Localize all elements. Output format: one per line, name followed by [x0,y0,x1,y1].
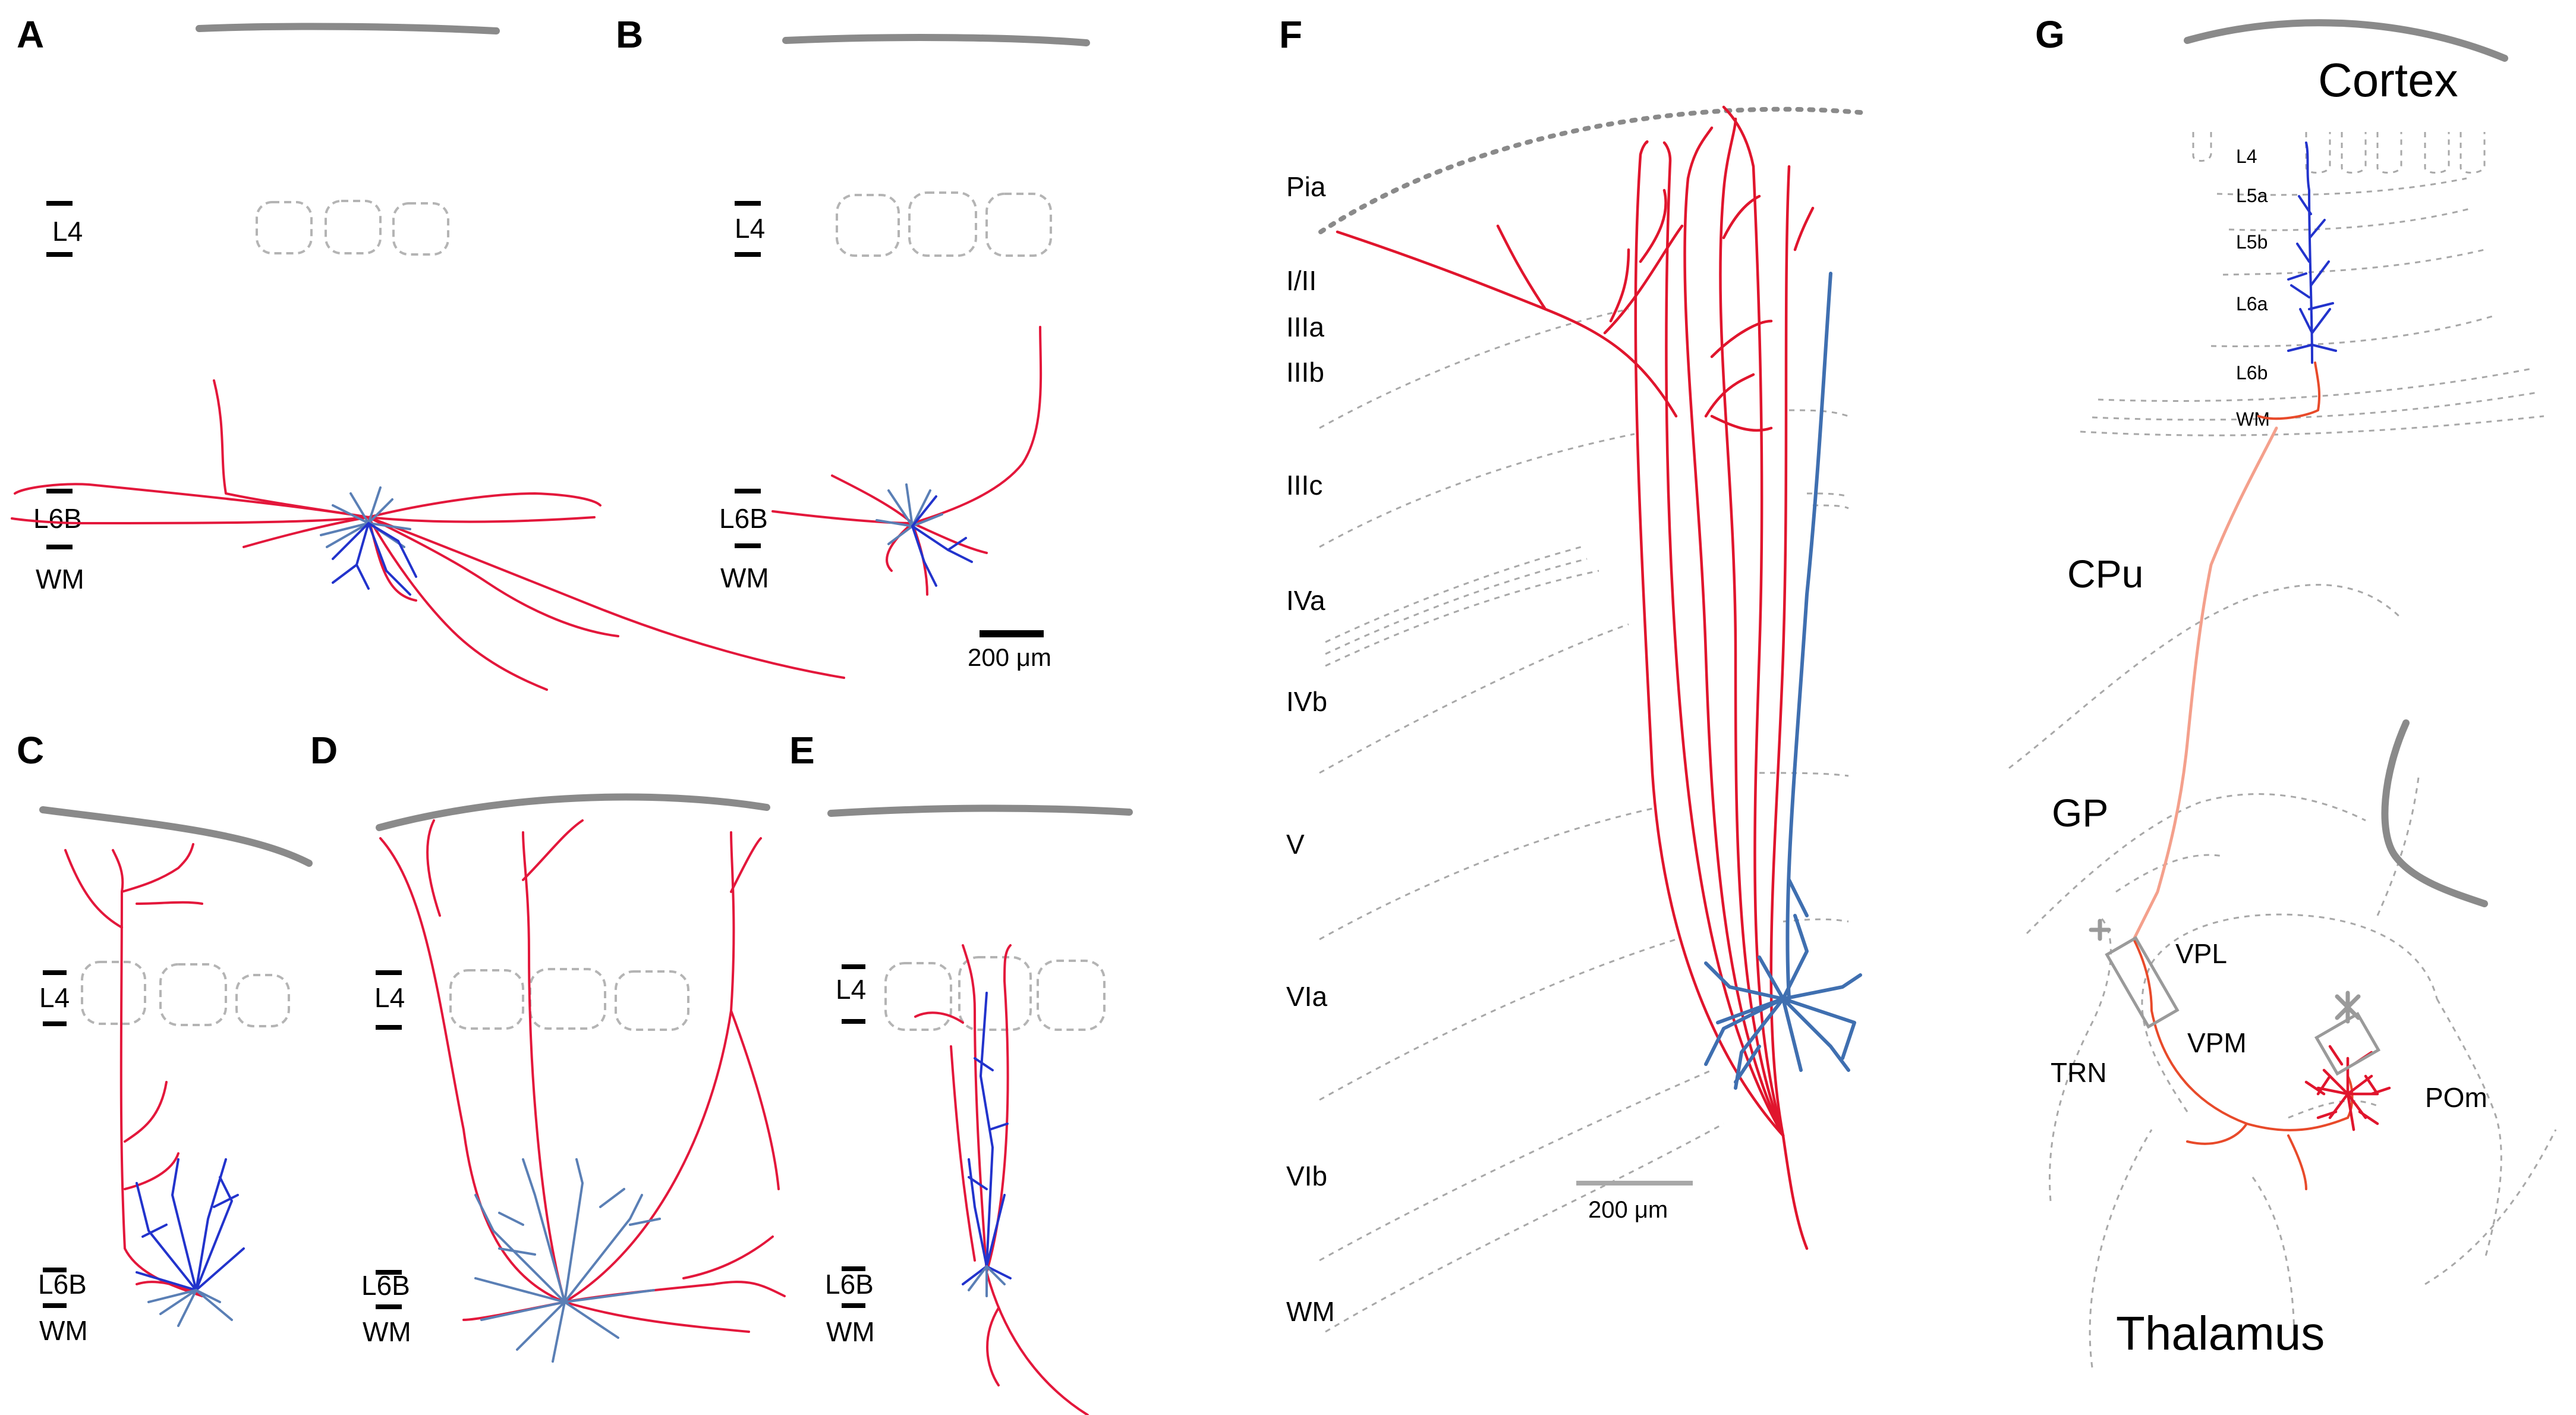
panel-g-label-vpl: VPL [2175,938,2227,969]
panel-d-axon [379,819,786,1333]
panel-f-label-ivb: IVb [1286,686,1327,717]
panel-b-l6b-label: L6B [719,503,768,534]
panel-g-pom-box [2314,1011,2381,1076]
panel-f-label-i-ii: I/II [1286,265,1317,296]
panel-e-l4-label: L4 [836,974,866,1005]
panel-f-label-via: VIa [1286,981,1327,1012]
panel-c-l6b-label: L6B [38,1269,87,1300]
panel-f-pia [1318,106,1869,234]
panel-g-letter: G [2035,13,2065,56]
panel-d-wm-label: WM [363,1316,411,1347]
panel-g-label-l6a: L6a [2236,293,2268,315]
panel-e-wm-label: WM [826,1316,875,1347]
panel-e-pia [827,804,1133,817]
panel-c-dendrites [136,1158,245,1327]
panel-b-barrels [836,191,1052,257]
panel-a: A L4 L6B WM [11,13,845,691]
panel-b-scale-label: 200 μm [968,643,1051,671]
panel-f-label-iiic: IIIc [1286,470,1322,501]
panel-g-label-vpm: VPM [2187,1027,2247,1058]
panel-b-pia [782,34,1090,46]
panel-f-letter: F [1279,13,1302,56]
panel-g-markers [2089,919,2381,1076]
panel-d-l4-label: L4 [374,982,405,1013]
panel-d-pia [376,793,770,831]
panel-g-label-l5a: L5a [2236,185,2268,206]
panel-f-axon [1336,105,1815,1250]
panel-c-l4-label: L4 [39,982,70,1013]
panel-b: B L4 L6B WM 200 μm [616,13,1090,671]
panel-f-label-vib: VIb [1286,1161,1327,1191]
panel-c-pia [39,806,313,867]
panel-f: F Pia I/II IIIa IIIb IIIc IVa IVb [1279,13,1869,1333]
panel-g-label-wm: WM [2236,408,2270,430]
panel-f-scale-label: 200 μm [1588,1197,1668,1223]
panel-g-axon [2132,361,2354,1190]
panel-g-label-cpu: CPu [2067,552,2143,596]
panel-e: E L4 L6B WM [789,729,1133,1415]
panel-b-dendrites [876,483,973,587]
panel-c-barrels [81,961,290,1027]
panel-c-wm-label: WM [39,1315,88,1346]
panel-g-pia [2184,19,2508,62]
panel-g-thalamus-boundary [2381,719,2488,907]
panel-c: C L4 L6B WM [17,729,313,1346]
panel-a-l6b-label: L6B [33,503,82,534]
panel-c-axon [64,843,203,1297]
panel-g-label-l6b: L6b [2236,362,2268,383]
panel-g-cortical-layer-labels: L4 L5a L5b L6a L6b WM [2236,146,2270,430]
panel-b-axon [771,326,1043,596]
panel-f-label-iiib: IIIb [1286,357,1324,388]
panel-g-thalamus-label: Thalamus [2116,1307,2325,1360]
panel-f-label-v: V [1286,829,1305,860]
panel-b-l4-label: L4 [735,213,765,244]
panel-g-cortex-label: Cortex [2318,54,2458,106]
panel-f-label-wm: WM [1286,1296,1335,1327]
panel-g-label-pom: POm [2425,1082,2487,1113]
panel-d-barrels [449,968,689,1031]
panel-g-label-gp: GP [2052,791,2108,835]
panel-g-label-l5b: L5b [2236,231,2268,253]
panel-a-dendrites [320,486,417,596]
panel-a-axon [11,379,845,691]
panel-g-label-trn: TRN [2051,1057,2107,1088]
panel-a-barrels [256,200,449,256]
panel-g-label-l4: L4 [2236,146,2257,167]
panel-d-dendrites [474,1158,661,1363]
panel-e-l6b-label: L6B [825,1269,874,1300]
panel-d: D L4 L6B WM [310,729,786,1363]
panel-f-dendrites [1704,272,1862,1090]
panel-a-letter: A [17,13,44,56]
panel-a-wm-label: WM [36,564,84,595]
panel-a-l4-label: L4 [52,216,83,247]
panel-e-axon [914,944,1089,1415]
panel-f-label-iva: IVa [1286,585,1325,616]
panel-b-wm-label: WM [720,562,769,593]
panel-g-region-labels: CPu GP VPL VPM TRN POm [2051,552,2487,1113]
panel-d-l6b-label: L6B [361,1270,410,1301]
panel-d-letter: D [310,729,338,772]
panel-f-label-iiia: IIIa [1286,312,1324,342]
panel-e-barrels [884,956,1106,1031]
panel-e-letter: E [789,729,815,772]
panel-f-label-pia: Pia [1286,171,1326,202]
panel-e-dendrites [962,992,1012,1297]
panel-f-layer-boundaries [1319,308,1849,1333]
panel-b-letter: B [616,13,643,56]
panel-c-letter: C [17,729,44,772]
panel-f-layer-labels: Pia I/II IIIa IIIb IIIc IVa IVb V VIa VI… [1286,171,1335,1327]
panel-g-vpl-box [2105,936,2180,1029]
panel-g-barrels [2192,132,2486,174]
panel-a-pia [196,23,500,34]
panel-g-dendrites [2287,142,2337,364]
panel-g: G Cortex [2008,13,2557,1368]
panel-g-layer-boundaries [2008,177,2557,1368]
